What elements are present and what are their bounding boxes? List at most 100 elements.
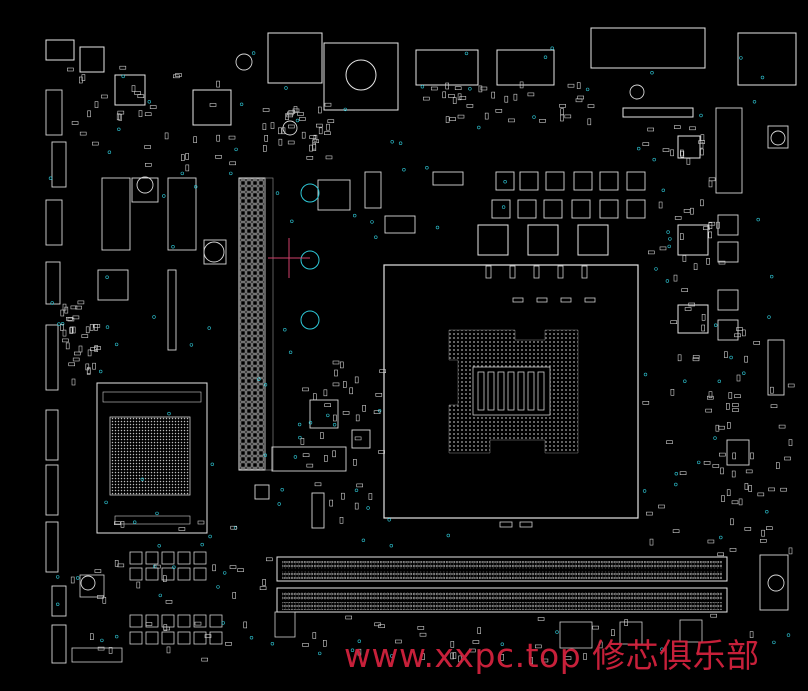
smd-pad [624, 619, 628, 626]
right-edge-headers[interactable] [715, 107, 789, 611]
via [668, 237, 672, 241]
smd-pad [357, 648, 362, 656]
smd-pad [770, 404, 778, 409]
via [742, 371, 746, 375]
via [786, 633, 791, 637]
smd-pad [730, 518, 734, 526]
via [257, 377, 261, 381]
smd-pad [232, 592, 236, 599]
via [117, 127, 121, 132]
smd-pad [611, 629, 615, 637]
smd-pad [285, 113, 289, 120]
smd-pad [229, 161, 236, 166]
smd-pad [334, 369, 338, 377]
smd-pad [745, 469, 753, 474]
smd-pad [701, 324, 706, 332]
smd-pad [322, 639, 327, 647]
via [752, 100, 757, 104]
via [366, 506, 370, 510]
smd-pad [445, 116, 450, 123]
smd-pad [662, 148, 670, 152]
via [756, 217, 760, 222]
smd-pad [185, 164, 190, 172]
crosshair-cursor [268, 238, 310, 278]
via [713, 436, 717, 440]
smd-pad [342, 381, 347, 388]
smd-pad [706, 257, 710, 265]
via [284, 86, 288, 90]
smd-pad [705, 408, 713, 413]
smd-pad [353, 458, 357, 466]
smd-pad [72, 315, 80, 320]
smd-pad [670, 320, 678, 325]
smd-pad [647, 250, 655, 255]
via [216, 585, 220, 589]
smd-pad [419, 632, 427, 637]
smd-pad [300, 438, 305, 445]
via [147, 100, 152, 104]
via [157, 544, 161, 548]
smd-pad [504, 95, 509, 103]
bottom-passive-array[interactable] [71, 551, 703, 663]
via [234, 147, 238, 152]
smd-pad [117, 110, 125, 115]
smd-pad [225, 641, 232, 646]
smd-pad [65, 342, 70, 350]
vrm-mosfets[interactable] [491, 171, 646, 219]
smd-pad [679, 471, 687, 476]
smd-pad [70, 305, 78, 310]
smd-pad [649, 538, 654, 546]
via [270, 641, 275, 646]
smd-pad [683, 209, 691, 213]
via [665, 279, 670, 283]
via [719, 535, 723, 540]
io-connectors[interactable] [45, 27, 797, 126]
chipset-bga[interactable] [96, 382, 208, 534]
dimm-slot-2[interactable] [276, 587, 728, 613]
smd-pad [301, 131, 306, 139]
via [446, 533, 450, 538]
smd-pad [732, 452, 737, 460]
left-edge-headers[interactable] [45, 89, 67, 664]
smd-pad [78, 345, 83, 353]
smd-pad [324, 403, 332, 408]
smd-pad [70, 576, 75, 584]
smd-pad [559, 104, 566, 108]
smd-pad [329, 499, 334, 507]
left-components[interactable] [97, 171, 464, 529]
smd-pad [64, 306, 69, 314]
smd-pad [297, 112, 304, 116]
smd-pad [688, 302, 696, 307]
via [98, 369, 103, 374]
pcie-header[interactable] [238, 177, 274, 471]
smd-pad [85, 326, 90, 334]
smd-pad [66, 316, 73, 321]
via [140, 477, 145, 481]
via [468, 87, 472, 91]
smd-pad [144, 145, 151, 149]
via [48, 176, 53, 180]
smd-pad [712, 464, 720, 468]
cpu-socket[interactable] [383, 264, 639, 528]
smd-pad [87, 349, 92, 357]
via [425, 166, 429, 170]
smd-pad [761, 529, 765, 537]
smd-pad [459, 96, 467, 100]
smd-pad [341, 492, 345, 500]
smd-pad [94, 569, 102, 573]
vrm-chokes[interactable] [477, 135, 709, 334]
smd-pad [454, 86, 462, 90]
via [555, 630, 559, 634]
dimm-slot-1[interactable] [276, 556, 728, 582]
via [390, 654, 394, 658]
via [661, 188, 665, 193]
smd-pad [309, 144, 313, 152]
smd-pad [323, 389, 328, 397]
via [158, 593, 163, 598]
via [290, 219, 294, 224]
smd-pad [378, 450, 385, 454]
smd-pad [449, 117, 457, 121]
via [107, 150, 112, 154]
via [208, 534, 212, 539]
